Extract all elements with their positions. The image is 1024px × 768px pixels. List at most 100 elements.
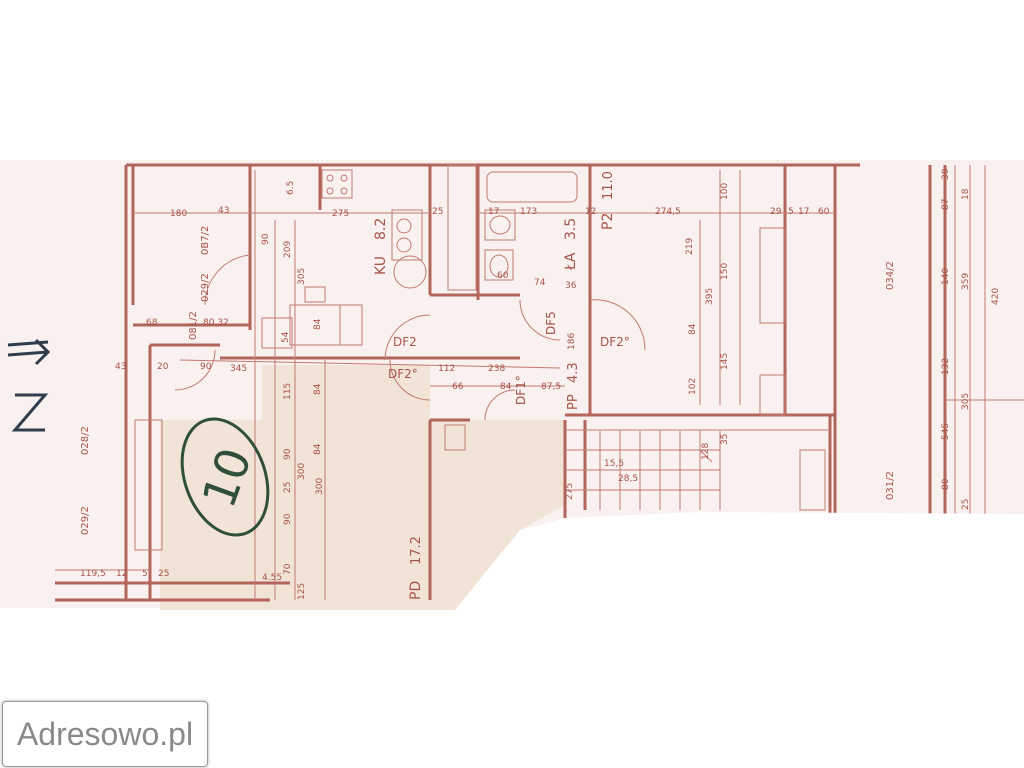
- dim: 119,5: [80, 569, 106, 579]
- fixtures: [55, 164, 1024, 600]
- dim: 84: [313, 318, 323, 330]
- dim: 35: [720, 434, 730, 445]
- dim: 300: [297, 463, 307, 480]
- dim: 359: [961, 273, 971, 290]
- dim: 80: [941, 478, 951, 490]
- dim: 17: [488, 207, 499, 217]
- dim: 90: [283, 513, 293, 525]
- door-df5: DF5: [544, 311, 558, 335]
- dim: 186: [567, 333, 577, 350]
- dim: 18: [961, 188, 971, 200]
- dim: 30: [941, 168, 951, 180]
- dim: 84: [313, 383, 323, 395]
- dim: 6.5: [286, 181, 296, 195]
- dim: 74: [534, 278, 546, 288]
- dim: 305: [297, 268, 307, 285]
- dim: 115: [283, 383, 293, 400]
- living-code: P2: [600, 213, 616, 230]
- dim: 60: [818, 207, 830, 217]
- door-df1: DF1°: [514, 375, 528, 405]
- dim: 173: [520, 207, 537, 217]
- dim: 5: [142, 569, 148, 579]
- dim: 125: [297, 583, 307, 600]
- dim: 68: [146, 318, 158, 328]
- watermark-logo: Adresowo.pl: [2, 701, 208, 767]
- hall-area: 17.2: [409, 536, 424, 565]
- kitchen-code: KU: [373, 256, 389, 275]
- dim: 54: [281, 331, 291, 343]
- small-hall-code: PP: [566, 394, 581, 410]
- dim: 150: [720, 263, 730, 280]
- bathroom-area: 3.5: [563, 218, 579, 240]
- dim: 28,5: [618, 474, 638, 484]
- hall-code: PD: [408, 581, 424, 600]
- dim: 275: [332, 209, 349, 219]
- dim: 15,5: [604, 459, 624, 469]
- dim: 209: [283, 241, 293, 258]
- dim: 17: [798, 207, 809, 217]
- dim: 4.55: [262, 573, 282, 583]
- stair-arrow: [699, 448, 713, 505]
- dim: 180: [170, 209, 187, 219]
- dim: 70: [283, 563, 293, 575]
- dim: 80,32: [203, 318, 229, 328]
- bathroom-code: ŁA: [563, 252, 579, 271]
- dim: 25: [961, 499, 971, 510]
- dimension-labels: 180 43 275 25 17 173 12 274,5 29 5 17 60…: [80, 168, 1001, 600]
- dim: 66: [452, 382, 464, 392]
- dim: 36: [565, 281, 577, 291]
- dim: 87,5: [541, 382, 561, 392]
- window-0b72: 0B7/2: [200, 226, 211, 255]
- window-0312: 031/2: [885, 471, 896, 500]
- torn-corner: [455, 512, 1024, 610]
- kitchen-area: 8.2: [373, 218, 389, 240]
- dim: 140: [941, 268, 951, 285]
- door-df2-mid: DF2°: [388, 367, 418, 381]
- dim: 100: [720, 183, 730, 200]
- dim: 25: [432, 207, 443, 217]
- dim: 84: [313, 443, 323, 455]
- dim: 305: [961, 393, 971, 410]
- dim: 43: [218, 206, 229, 216]
- window-0292-top: 029/2: [200, 273, 211, 302]
- dim: 300: [315, 478, 325, 495]
- unit-number-circle: [180, 417, 270, 537]
- dim: 545: [941, 423, 951, 440]
- door-df2-top: DF2: [393, 335, 417, 349]
- living-area: 11.0: [601, 171, 616, 200]
- window-0342: 034/2: [885, 261, 896, 290]
- dim: 132: [941, 358, 951, 375]
- dim: 128: [701, 443, 711, 460]
- dim: 12: [585, 207, 596, 217]
- dim: 145: [720, 353, 730, 370]
- walls: [55, 163, 947, 602]
- dim: 25: [283, 482, 293, 493]
- hall-shading: [160, 365, 565, 610]
- small-hall-area: 4.3: [566, 362, 581, 383]
- north-arrow-icon: [7, 338, 51, 432]
- dim: 90: [283, 448, 293, 460]
- dim: 5: [788, 207, 794, 217]
- window-0282: 028/2: [80, 426, 91, 455]
- dim: 60: [497, 271, 509, 281]
- dim: 102: [688, 378, 698, 395]
- dim: 112: [438, 364, 455, 374]
- dim: 275: [565, 483, 575, 500]
- dim: 219: [685, 238, 695, 255]
- dim: 238: [488, 364, 505, 374]
- dim: 43: [115, 362, 126, 372]
- dim: 84: [688, 323, 698, 335]
- dim: 420: [991, 288, 1001, 305]
- dim: 29: [770, 207, 782, 217]
- door-df2-right: DF2°: [600, 335, 630, 349]
- window-0812: 081/2: [188, 311, 199, 340]
- dim: 25: [158, 569, 169, 579]
- dim: 345: [230, 364, 247, 374]
- dim: 274,5: [655, 207, 681, 217]
- dim: 90: [261, 233, 271, 245]
- dim: 84: [500, 382, 512, 392]
- dim: 12: [116, 569, 127, 579]
- dim: 20: [157, 362, 169, 372]
- dim: 395: [705, 288, 715, 305]
